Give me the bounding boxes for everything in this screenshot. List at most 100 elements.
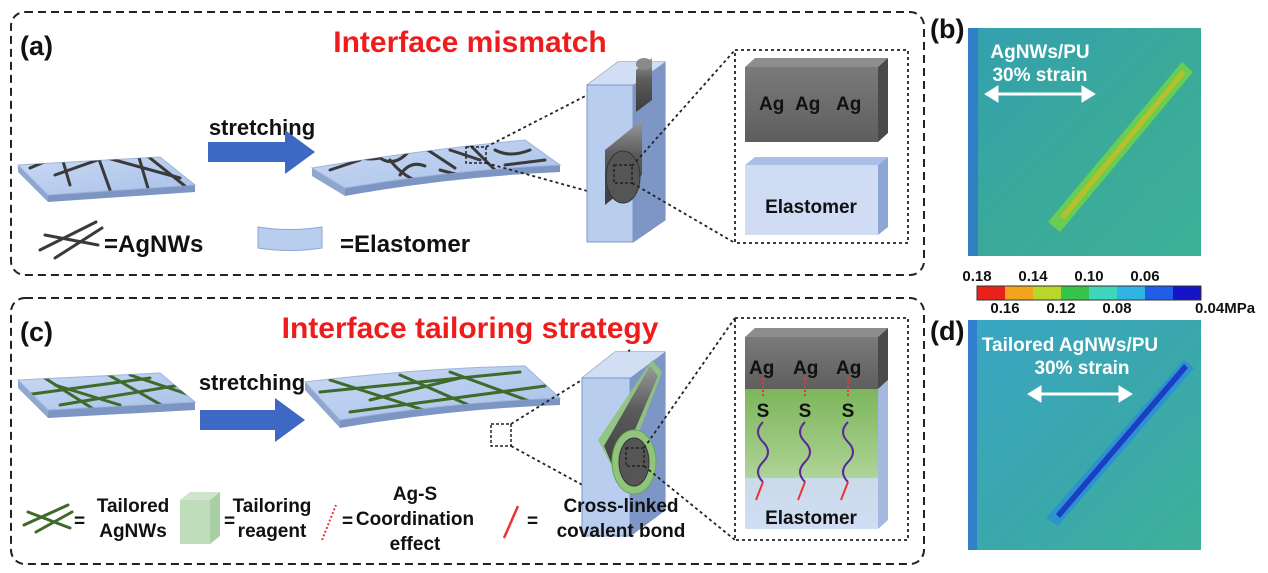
colorbar-bottom-label-2: 0.12 bbox=[1046, 300, 1075, 317]
panel-b-title-2: 30% strain bbox=[992, 65, 1087, 86]
legend-c-text-1a: Tailored bbox=[97, 496, 170, 517]
legend-c-text-3c: effect bbox=[390, 534, 441, 555]
legend-c-text-4b: covalent bond bbox=[557, 521, 686, 542]
legend-elastomer-label: =Elastomer bbox=[340, 231, 470, 258]
panel-c-label: (c) bbox=[20, 317, 53, 347]
ag-label-c1: Ag bbox=[749, 358, 774, 379]
sim-map-b bbox=[968, 28, 1201, 256]
colorbar-swatches bbox=[976, 285, 1202, 301]
ag-block-a: Ag Ag Ag bbox=[745, 58, 888, 142]
elastomer-block-label-c: Elastomer bbox=[765, 508, 857, 529]
panel-a: (a) Interface mismatch stretching bbox=[10, 11, 925, 276]
legend-c-text-2b: reagent bbox=[238, 521, 307, 542]
interface-zoom-c-content: Ag Ag Ag S S S Elastomer bbox=[745, 328, 888, 529]
legend-c-text-4a: Cross-linked bbox=[563, 496, 678, 517]
s-label-c3: S bbox=[842, 401, 855, 422]
legend-agnws-label: =AgNWs bbox=[104, 231, 203, 258]
sim-map-b-stress-band-inner bbox=[1060, 70, 1185, 220]
colorbar-swatch bbox=[1117, 286, 1145, 300]
panel-c-title: Interface tailoring strategy bbox=[282, 312, 659, 345]
zoom-box-a bbox=[465, 146, 487, 164]
panel-b: (b) AgNWs/PU 30% strain bbox=[930, 14, 1201, 256]
tailored-agnws-network-2 bbox=[318, 370, 547, 414]
sim-map-b-edge bbox=[968, 28, 978, 256]
stretch-arrow-a bbox=[208, 130, 315, 174]
elastomer-film-unstretched bbox=[16, 156, 197, 202]
cross-linked-bonds bbox=[755, 481, 849, 501]
s-label-c1: S bbox=[757, 401, 770, 422]
colorbar: 0.18 0.14 0.10 0.06 0.16 0.12 0.08 0.04M… bbox=[962, 268, 1255, 317]
zoom-line-c2 bbox=[510, 445, 611, 501]
cross-section-block-c bbox=[581, 351, 666, 537]
legend-c-eq-2: = bbox=[224, 511, 235, 532]
arrow-label-a: stretching bbox=[209, 115, 315, 140]
colorbar-top-label-1: 0.18 bbox=[962, 268, 991, 285]
panel-a-frame bbox=[10, 11, 925, 276]
ag-label-c2: Ag bbox=[793, 358, 818, 379]
agnws-legend-icon bbox=[38, 220, 104, 260]
elastomer-legend-icon bbox=[257, 226, 323, 251]
ag-label-c3: Ag bbox=[836, 358, 861, 379]
sim-map-d-edge bbox=[968, 320, 977, 550]
zoom-line-c4 bbox=[643, 465, 736, 541]
strain-arrow-b bbox=[984, 85, 1096, 103]
colorbar-bottom-label-4: 0.04MPa bbox=[1195, 300, 1256, 317]
cross-section-block-a bbox=[586, 58, 666, 243]
panel-d-label: (d) bbox=[930, 316, 964, 346]
sim-map-d-stress-band-inner bbox=[1056, 364, 1188, 518]
zoom-box-c2 bbox=[625, 447, 645, 467]
zoom-box-c bbox=[490, 423, 512, 447]
ag-label-a2: Ag bbox=[795, 94, 820, 115]
strain-arrow-d bbox=[1027, 385, 1133, 403]
panel-a-title: Interface mismatch bbox=[333, 26, 606, 59]
tailoring-reagent-legend-icon bbox=[180, 492, 220, 544]
colorbar-swatch bbox=[1033, 286, 1061, 300]
ag-s-bonds bbox=[762, 378, 849, 397]
polymer-chains bbox=[757, 421, 854, 483]
panel-d-title-2: 30% strain bbox=[1034, 358, 1129, 379]
ag-label-a3: Ag bbox=[836, 94, 861, 115]
colorbar-swatch bbox=[1145, 286, 1173, 300]
colorbar-swatch bbox=[1005, 286, 1033, 300]
ag-label-a1: Ag bbox=[759, 94, 784, 115]
elastomer-block-label-a: Elastomer bbox=[765, 197, 857, 218]
elastomer-film-stretched bbox=[310, 139, 562, 196]
ag-s-legend-icon bbox=[321, 504, 337, 541]
tailored-film-stretched bbox=[303, 365, 562, 447]
colorbar-swatch bbox=[1061, 286, 1089, 300]
zoom-line-c3 bbox=[643, 317, 736, 449]
legend-c-text-3a: Ag-S bbox=[393, 484, 437, 505]
colorbar-top-label-3: 0.10 bbox=[1074, 268, 1103, 285]
arrow-label-c: stretching bbox=[199, 370, 305, 395]
panel-d-title-1: Tailored AgNWs/PU bbox=[982, 335, 1158, 356]
panel-d: (d) Tailored AgNWs/PU 30% strain bbox=[930, 316, 1201, 550]
elastomer-block-a: Elastomer bbox=[745, 157, 888, 235]
stretch-arrow-c bbox=[200, 398, 305, 442]
legend-c-eq-1: = bbox=[74, 511, 85, 532]
legend-c-eq-4: = bbox=[527, 511, 538, 532]
colorbar-bottom-label-1: 0.16 bbox=[990, 300, 1019, 317]
legend-c-eq-3: = bbox=[342, 511, 353, 532]
tailored-agnws-legend-icon bbox=[22, 503, 74, 534]
zoom-line-a3 bbox=[631, 49, 736, 167]
legend-c-text-1b: AgNWs bbox=[99, 521, 167, 542]
legend-c-text-2a: Tailoring bbox=[233, 496, 312, 517]
colorbar-swatch bbox=[1173, 286, 1201, 300]
colorbar-top-label-2: 0.14 bbox=[1018, 268, 1048, 285]
sim-map-d bbox=[968, 320, 1201, 550]
tailored-agnws-network-1 bbox=[23, 373, 192, 410]
zoom-line-a4 bbox=[631, 182, 736, 244]
tailored-film-unstretched bbox=[16, 372, 197, 418]
covalent-bond-legend-icon bbox=[502, 505, 520, 539]
panel-b-label: (b) bbox=[930, 14, 964, 44]
panel-c-frame bbox=[10, 297, 925, 565]
colorbar-swatch bbox=[977, 286, 1005, 300]
s-label-c2: S bbox=[799, 401, 812, 422]
panel-c: (c) Interface tailoring strategy stretch… bbox=[10, 297, 925, 565]
panel-b-title-1: AgNWs/PU bbox=[990, 42, 1089, 63]
colorbar-border bbox=[976, 285, 1202, 301]
colorbar-top-label-4: 0.06 bbox=[1130, 268, 1159, 285]
colorbar-bottom-label-3: 0.08 bbox=[1102, 300, 1131, 317]
legend-c-text-3b: Coordination bbox=[356, 509, 474, 530]
